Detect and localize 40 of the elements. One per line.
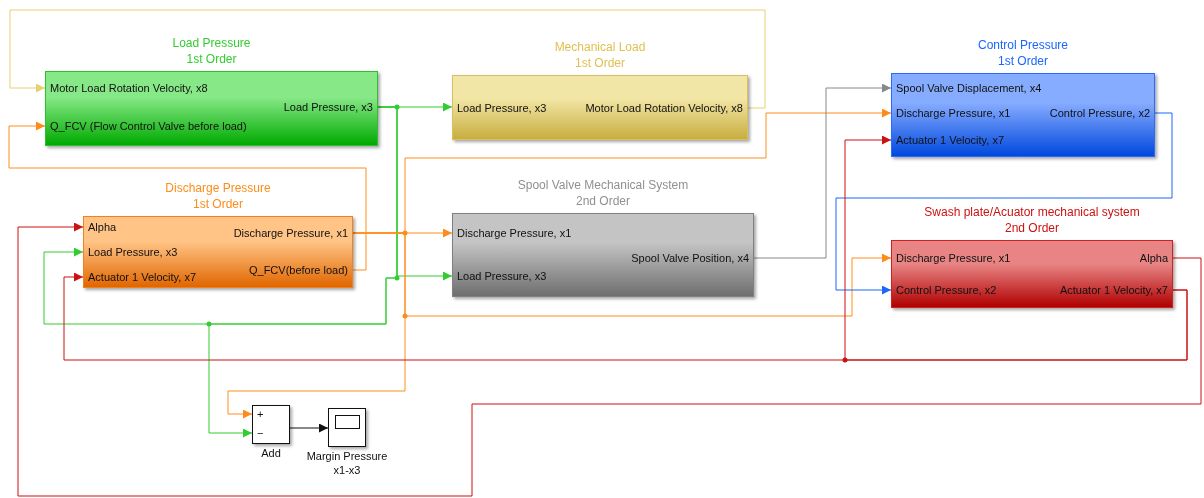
block-title: Swash plate/Acuator mechanical system 2nd Order bbox=[923, 204, 1141, 236]
block-title: Spool Valve Mechanical System 2nd Order bbox=[516, 177, 690, 209]
sign-label: + bbox=[257, 407, 264, 421]
port-label: Control Pressure, x2 bbox=[1049, 106, 1150, 120]
block-title: Control Pressure 1st Order bbox=[976, 37, 1069, 69]
port-label: Motor Load Rotation Velocity, x8 bbox=[50, 81, 208, 95]
port-label: Actuator 1 Velocity, x7 bbox=[896, 133, 1005, 147]
signal-line bbox=[208, 106, 398, 438]
port-label: Load Pressure, x3 bbox=[283, 100, 373, 114]
signal-line bbox=[8, 121, 367, 271]
block-label: Margin Pressure x1-x3 bbox=[305, 449, 389, 477]
port-label: Discharge Pressure, x1 bbox=[233, 226, 348, 240]
port-label: Motor Load Rotation Velocity, x8 bbox=[585, 101, 743, 115]
port-label: Discharge Pressure, x1 bbox=[896, 251, 1011, 265]
port-label: Load Pressure, x3 bbox=[457, 101, 547, 115]
port-label: Q_FCV(before load) bbox=[248, 263, 348, 277]
block-title: Discharge Pressure 1st Order bbox=[164, 180, 272, 212]
signal-line bbox=[289, 423, 329, 433]
port-label: Load Pressure, x3 bbox=[88, 245, 178, 259]
port-label: Spool Valve Displacement, x4 bbox=[896, 81, 1042, 95]
port-label: Alpha bbox=[88, 220, 117, 234]
sign-label: − bbox=[257, 426, 264, 440]
signal-line bbox=[753, 83, 892, 259]
block-label: Add bbox=[260, 446, 282, 460]
signal-line bbox=[844, 135, 1188, 361]
port-label: Control Pressure, x2 bbox=[896, 283, 997, 297]
port-label: Load Pressure, x3 bbox=[457, 269, 547, 283]
port-label: Q_FCV (Flow Control Valve before load) bbox=[50, 119, 247, 133]
block-title: Load Pressure 1st Order bbox=[171, 35, 252, 67]
signal-line bbox=[835, 112, 1173, 295]
port-label: Discharge Pressure, x1 bbox=[457, 226, 572, 240]
block-title: Mechanical Load 1st Order bbox=[553, 39, 647, 71]
port-label: Discharge Pressure, x1 bbox=[896, 106, 1011, 120]
signal-line bbox=[9, 9, 766, 109]
port-label: Alpha bbox=[1139, 251, 1168, 265]
signal-line bbox=[17, 222, 1202, 497]
signal-line bbox=[227, 232, 406, 419]
port-label: Actuator 1 Velocity, x7 bbox=[88, 270, 197, 284]
port-label: Actuator 1 Velocity, x7 bbox=[1059, 283, 1168, 297]
port-label: Spool Valve Position, x4 bbox=[631, 251, 749, 265]
